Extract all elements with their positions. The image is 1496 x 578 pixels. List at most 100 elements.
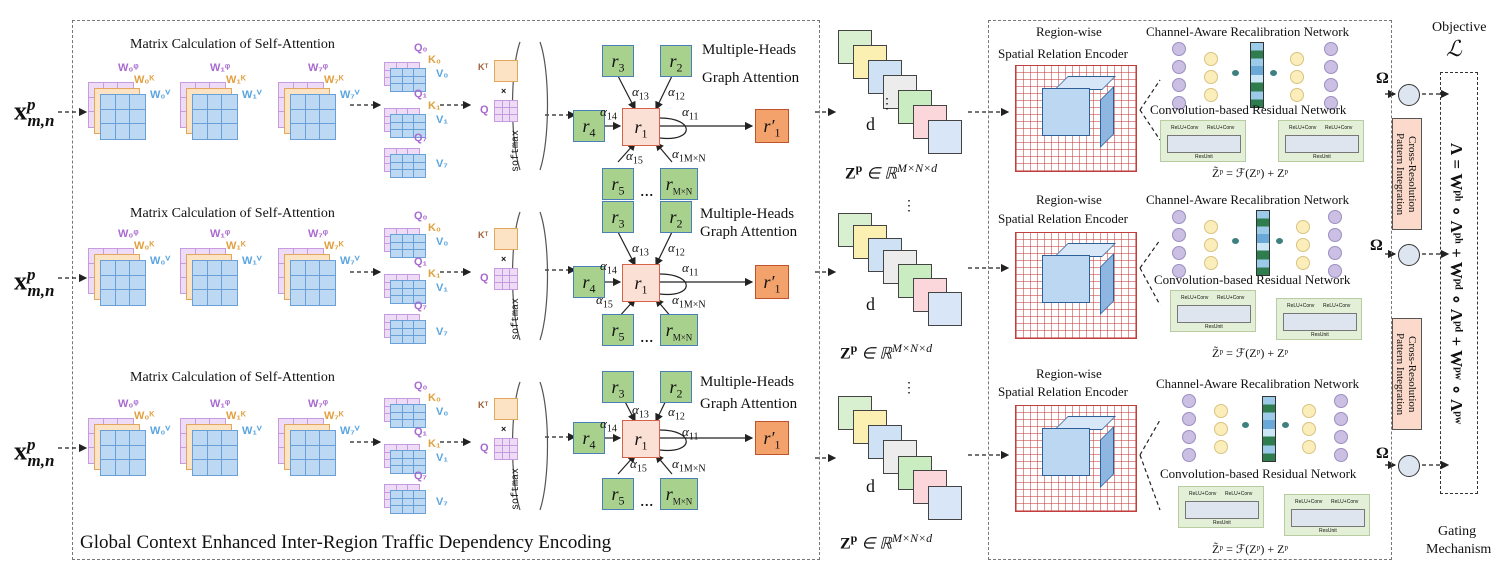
graph-title-line2-row1: Graph Attention [702, 70, 800, 86]
times-label-row3: × [501, 424, 507, 434]
neuron [1302, 404, 1316, 418]
encoder-title-line1-row3: Region-wise [1036, 366, 1102, 381]
q1-label-row2: Q₁ [414, 256, 428, 268]
residual-formula-row2: Z̃ᵖ = ℱ(Zᵖ) + Zᵖ [1212, 346, 1289, 360]
alpha13-row2: α13 [632, 240, 649, 259]
omega-label-row1: Ω [1376, 70, 1389, 87]
kt-matrix-row2 [494, 228, 518, 250]
input-x-row1: xpm,n [14, 95, 55, 130]
neuron [1182, 412, 1196, 426]
softmax-label-row2: softmax [511, 298, 522, 341]
q-label-row2: Q [480, 272, 489, 284]
q7-label-row1: Q₇ [414, 132, 427, 144]
w0-matrix-front-row1 [100, 94, 146, 140]
ellipsis-row3: ... [640, 490, 654, 510]
node-r1-row1: r1 [622, 108, 660, 146]
alpha14-row3: α14 [600, 416, 617, 435]
vdots-row3: ⋮ [902, 381, 916, 396]
channel-title-row2: Channel-Aware Recalibration Network [1146, 192, 1350, 207]
alpha11-row3: α11 [682, 424, 699, 443]
w0k-label-row1: W₀ᴷ [134, 74, 155, 86]
neuron [1204, 220, 1218, 234]
neuron [1172, 60, 1186, 74]
input-x-row2: xpm,n [14, 265, 55, 300]
alpha12-row3: α12 [668, 404, 685, 423]
residual-formula-row1: Z̃ᵖ = ℱ(Zᵖ) + Zᵖ [1212, 166, 1289, 180]
gate-dot [1232, 70, 1239, 76]
graph-title-line2-row3: Graph Attention [700, 396, 798, 412]
z-label-row3: Zp ∈ ℝM×N×d [840, 531, 933, 553]
qkv7-matrix-front-row1 [390, 154, 426, 178]
cube-row3 [1042, 428, 1090, 476]
d-label-row1: d [866, 114, 875, 134]
w7k-label-row2: W₇ᴷ [324, 240, 344, 252]
graph-title-line1-row2: Multiple-Heads [700, 206, 795, 222]
neuron [1290, 70, 1304, 84]
v7-label-row3: V₇ [436, 496, 448, 508]
neuron [1182, 430, 1196, 444]
node-rmn-row3: rM×N [660, 478, 698, 510]
q0-label-row2: Q₀ [414, 210, 428, 222]
k1-label-row3: K₁ [428, 438, 441, 450]
w1k-label-row2: W₁ᴷ [226, 240, 247, 252]
w1q-label-row1: W₁ᵠ [210, 62, 231, 74]
neuron [1172, 228, 1186, 242]
alpha12-row2: α12 [668, 240, 685, 259]
node-rmn-row2: rM×N [660, 314, 698, 346]
q-label-row1: Q [480, 104, 489, 116]
qkv1-matrix-front-row3 [390, 450, 426, 474]
w7v-label-row1: W₇ⱽ [340, 89, 360, 101]
self-attention-title-row1: Matrix Calculation of Self-Attention [130, 37, 335, 52]
k0-label-row3: K₀ [428, 392, 441, 404]
gate-node-row3 [1398, 455, 1420, 477]
neuron [1296, 256, 1310, 270]
gate-dot [1270, 70, 1277, 76]
neuron [1328, 264, 1342, 278]
v1-label-row2: V₁ [436, 282, 448, 294]
v0-label-row3: V₀ [436, 406, 449, 418]
node-r5-row2: r5 [602, 314, 634, 346]
neuron [1290, 88, 1304, 102]
neuron [1324, 78, 1338, 92]
neuron [1334, 430, 1348, 444]
graph-title-line2-row2: Graph Attention [700, 224, 798, 240]
neuron [1182, 394, 1196, 408]
neuron [1334, 448, 1348, 462]
q-matrix-row3 [494, 438, 518, 460]
input-x-row3: xpm,n [14, 435, 55, 470]
qkv0-matrix-front-row2 [390, 234, 426, 258]
node-r3-row2: r3 [602, 201, 634, 233]
node-r2-row1: r2 [660, 45, 692, 77]
neuron [1204, 256, 1218, 270]
alpha13-row3: α13 [632, 402, 649, 421]
alpha15-row1: α15 [626, 148, 643, 167]
cross-resolution-box-1 [1392, 118, 1422, 230]
w0k-label-row2: W₀ᴷ [134, 240, 155, 252]
q7-label-row2: Q₇ [414, 300, 427, 312]
neuron [1296, 220, 1310, 234]
k0-label-row2: K₀ [428, 222, 441, 234]
omega-label-row3: Ω [1376, 445, 1389, 462]
qkv1-matrix-front-row2 [390, 280, 426, 304]
neuron [1172, 78, 1186, 92]
encoder-title-line2-row2: Spatial Relation Encoder [998, 211, 1128, 226]
q-matrix-row1 [494, 100, 518, 122]
qkv1-matrix-front-row1 [390, 114, 426, 138]
cross-resolution-box-2 [1392, 318, 1422, 430]
w7-matrix-front-row1 [290, 94, 336, 140]
alpha1mn-row2: α1M×N [672, 292, 706, 311]
node-r1-prime-row2: r′1 [755, 265, 789, 299]
qkv0-matrix-front-row1 [390, 68, 426, 92]
kt-label-row2: Kᵀ [478, 230, 489, 240]
softmax-label-row1: softmax [511, 130, 522, 173]
w1q-label-row2: W₁ᵠ [210, 228, 231, 240]
cube-row1 [1042, 88, 1090, 136]
w1v-label-row3: W₁ⱽ [242, 425, 262, 437]
w0k-label-row3: W₀ᴷ [134, 410, 155, 422]
